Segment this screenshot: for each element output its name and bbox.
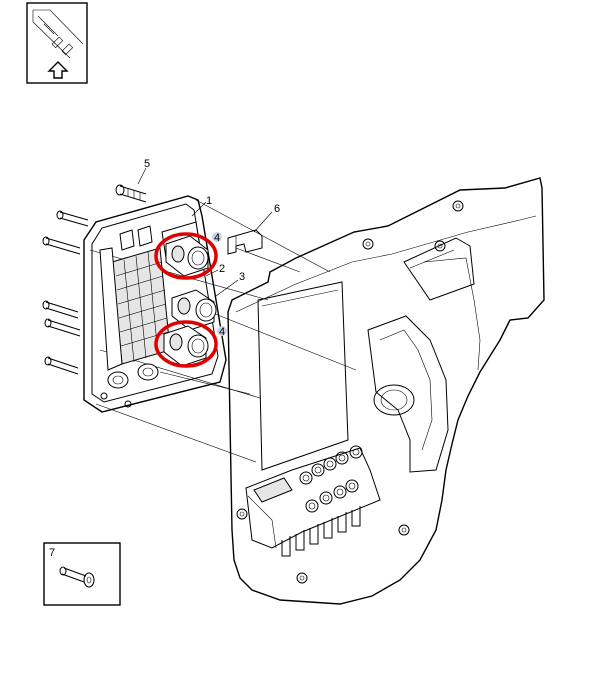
- relay-upper: [165, 235, 209, 277]
- callout-5: 5: [144, 158, 150, 170]
- relay-lower: [163, 325, 209, 367]
- inset-part-7: 7: [43, 542, 121, 606]
- callout-3: 3: [239, 271, 245, 283]
- highlight-circle-upper: [154, 232, 218, 280]
- callout-4-lower: 4: [219, 326, 225, 338]
- up-arrow-icon: [47, 61, 69, 79]
- clip-6: [227, 229, 263, 255]
- callout-leaders: [137, 167, 273, 297]
- callout-7: 7: [49, 547, 55, 559]
- callout-4-upper-badge: [212, 232, 222, 242]
- orientation-inset: [26, 2, 88, 84]
- screw-5: [115, 184, 147, 203]
- relay-middle: [171, 289, 217, 331]
- screw-7: [59, 566, 95, 588]
- mounting-panel: [227, 177, 545, 605]
- callout-4-lower-badge: [217, 326, 227, 336]
- callout-1: 1: [206, 195, 212, 207]
- callout-4-upper: 4: [214, 232, 220, 244]
- screws: [42, 184, 147, 375]
- callout-6: 6: [274, 203, 280, 215]
- callout-2: 2: [219, 263, 225, 275]
- highlight-circle-lower: [154, 320, 218, 368]
